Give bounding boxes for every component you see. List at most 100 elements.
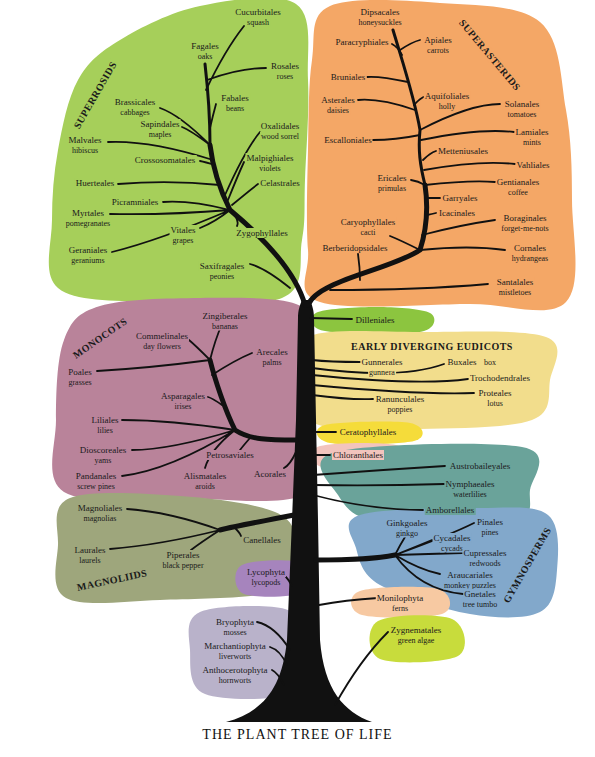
common-name: grasses [67,378,92,387]
clade-heading: MONOCOTS [70,315,130,362]
order-name: Trochodendrales [469,373,531,383]
order-name: Celastrales [259,178,301,188]
order-name: Ceratophyllales [339,427,397,437]
clade-region: MONOCOTSZingiberalesbananasCommelinalesd… [54,296,308,500]
order-name: Bruniales [330,72,367,82]
order-name: Fagales [190,41,220,51]
common-name: honeysuckles [357,18,402,27]
common-name: ginkgo [395,529,419,538]
common-name: lilies [96,426,114,435]
common-name: cacti [359,228,376,237]
order-name: Amborellales [425,505,476,515]
order-name: Bryophyta [215,617,255,627]
clade-region: BryophytamossesMarchantiophytaliverworts… [188,607,302,696]
common-name: redwoods [468,559,501,568]
order-name: Paracryphiales [335,37,390,47]
order-name: Fabales [220,93,250,103]
clade-region: Lycophytalycopods [240,561,308,596]
clade-heading: EARLY DIVERGING EUDICOTS [350,341,514,352]
region-fill [235,560,312,596]
common-name: day flowers [142,342,182,351]
order-name: Saxifragales [199,261,245,271]
order-name: Asterales [320,95,356,105]
common-name: magnolias [83,514,118,523]
region-fill [349,507,558,617]
common-name: roses [276,72,294,81]
common-name: palms [261,358,282,367]
order-name: Poales [67,367,93,377]
order-name: Brassicales [114,97,157,107]
order-name: Proteales [478,388,513,398]
order-name: Cornales [513,243,547,253]
order-name: Vitales [170,225,197,235]
order-name: Dioscoreales [79,445,127,455]
common-name: holly [438,102,456,111]
common-name: violets [258,164,281,173]
clade-region: Dilleniales [316,305,432,335]
region-fill [189,606,305,699]
common-name: box [483,358,497,367]
common-name: mistletoes [498,288,532,297]
order-name: Myrtales [71,208,105,218]
order-name: Anthocerotophyta [202,665,269,675]
clade-region: Monilophytaferns [358,587,444,617]
order-name: Boraginales [503,213,548,223]
clade-region: Zygnematalesgreen algae [376,617,460,661]
order-name: Santalales [496,277,535,287]
order-name: Araucariales [446,570,493,580]
order-name: Monilophyta [376,593,425,603]
clade-region: Chloranthales [318,443,402,469]
common-name: tomatoes [507,110,538,119]
clade-heading: GYMNOSPERMS [500,524,553,605]
order-name: Ginkgoales [386,518,429,528]
order-name: Lamiales [515,127,550,137]
common-name: tree tumbo [462,600,498,609]
common-name: pomegranates [65,219,111,228]
common-name: grapes [172,236,195,245]
order-name: Canellales [242,535,282,545]
common-name: peonies [209,272,235,281]
order-name: Liliales [91,415,120,425]
order-name: Arecales [255,347,288,357]
common-name: irises [174,402,193,411]
common-name: beans [225,104,245,113]
order-name: Crossosomatales [134,155,197,165]
order-name: Sapindales [140,119,181,129]
common-name: gunnera [368,368,396,377]
common-name: forget-me-nots [500,224,549,233]
order-name: Aquifoliales [424,91,471,101]
order-name: Icacinales [438,208,476,218]
order-name: Oxalidales [260,121,301,131]
region-fill [351,587,450,618]
region-fill [52,298,311,501]
order-name: Gentianales [496,177,540,187]
common-name: oaks [197,52,214,61]
common-name: pines [481,528,500,537]
common-name: waterlilies [452,490,487,499]
clade-region: Ceratophyllales [323,421,416,445]
region-fill [369,615,464,662]
order-name: Malvales [68,135,103,145]
region-fill [317,422,423,445]
common-name: mosses [222,628,247,637]
common-name: hornworts [218,676,252,685]
order-name: Huerteales [75,178,115,188]
common-name: yams [94,456,113,465]
order-name: Marchantiophyta [203,641,266,651]
region-fill [301,331,558,430]
order-name: Ericales [377,173,408,183]
order-name: Dipsacales [360,7,401,17]
clade-region: SUPERROSIDSCucurbitalessquashFagalesoaks… [50,2,310,304]
order-name: Apiales [423,35,453,45]
order-name: Petrosaviales [205,450,255,460]
order-name: Piperales [166,550,201,560]
order-name: Cupressales [463,548,508,558]
order-name: Acorales [253,469,287,479]
clade-heading: SUPERROSIDS [71,59,119,132]
order-name: Lycophyta [246,567,286,577]
order-name: Geraniales [68,245,108,255]
order-name: Asparagales [160,391,206,401]
order-name: Zygophyllales [235,228,289,238]
order-name: Buxales [447,357,478,367]
order-name: Garryales [442,193,479,203]
